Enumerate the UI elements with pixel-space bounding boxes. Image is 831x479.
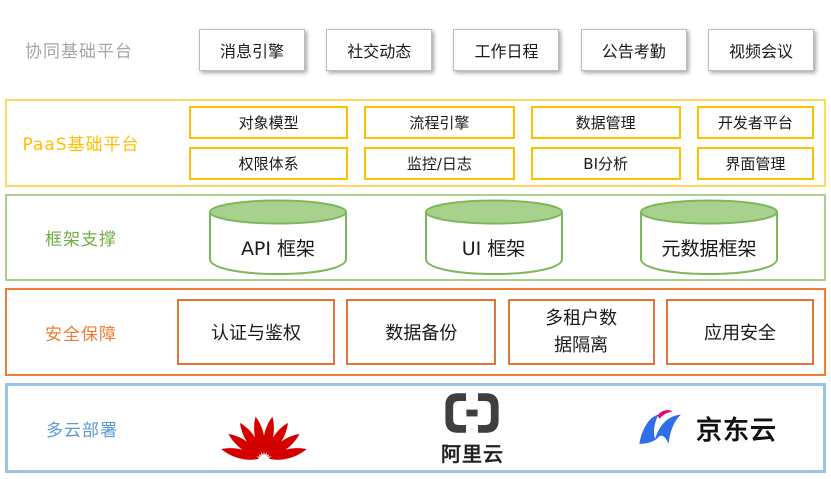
paas-item-data-management: 数据管理: [530, 105, 681, 139]
paas-item-process-engine: 流程引擎: [364, 105, 515, 139]
jd-cloud-logo: [639, 410, 681, 444]
paas-item-permission-system: 权限体系: [189, 146, 349, 180]
alibaba-cloud-vendor: 阿里云: [441, 389, 504, 467]
security-item-app-security: 应用安全: [665, 299, 814, 366]
database-cylinder-icon: [424, 199, 563, 276]
layer-security-assurance: 安全保障 认证与鉴权 数据备份 多租户数据隔离 应用安全: [5, 288, 826, 377]
alibaba-cloud-label: 阿里云: [440, 442, 504, 467]
database-cylinder-icon: [640, 199, 778, 276]
layer-cloud-label: 多云部署: [46, 420, 118, 441]
jd-cloud-label: 京东云: [695, 415, 777, 446]
layer-framework-support: 框架支撑 API 框架 UI 框架: [5, 193, 826, 282]
layer-paas-platform: PaaS基础平台 对象模型 流程引擎 数据管理 开发者平台 权限体系 监控/日志…: [5, 98, 826, 187]
collab-item-social-feed: 社交动态: [326, 28, 433, 71]
cylinder-ui-framework-label: UI 框架: [461, 238, 526, 261]
alibaba-cloud-logo: [445, 393, 500, 433]
layer-paas-label: PaaS基础平台: [22, 135, 140, 156]
huawei-logo: [221, 416, 307, 460]
cylinder-metadata-framework: 元数据框架: [638, 198, 780, 276]
paas-item-monitor-log: 监控/日志: [364, 146, 515, 180]
layer-security-content: 认证与鉴权 数据备份 多租户数据隔离 应用安全: [155, 299, 824, 366]
paas-item-object-model: 对象模型: [189, 105, 349, 139]
layer-collab-platform: 协同基础平台 消息引擎 社交动态 工作日程 公告考勤 视频会议: [5, 8, 826, 92]
layer-collab-content: 消息引擎 社交动态 工作日程 公告考勤 视频会议: [153, 28, 826, 71]
layer-paas-content: 对象模型 流程引擎 数据管理 开发者平台 权限体系 监控/日志 BI分析 界面管…: [155, 99, 824, 187]
paas-item-ui-management: 界面管理: [696, 146, 814, 180]
layer-security-label: 安全保障: [45, 324, 117, 345]
cylinder-ui-framework: UI 框架: [423, 198, 565, 276]
layer-collab-label: 协同基础平台: [25, 42, 133, 63]
layer-multicloud-deployment: 多云部署: [5, 383, 826, 473]
huawei-vendor: [218, 393, 310, 463]
layer-framework-label: 框架支撑: [45, 229, 117, 250]
cylinder-metadata-framework-label: 元数据框架: [661, 238, 757, 261]
database-cylinder-icon: [209, 199, 347, 276]
jd-cloud-vendor: 京东云: [635, 408, 777, 448]
paas-item-developer-platform: 开发者平台: [696, 105, 814, 139]
paas-item-bi-analysis: BI分析: [530, 146, 681, 180]
security-item-data-backup: 数据备份: [346, 299, 497, 366]
collab-item-video-meeting: 视频会议: [707, 28, 814, 71]
collab-item-announcement-attendance: 公告考勤: [580, 28, 687, 71]
cylinder-api-framework: API 框架: [207, 198, 349, 276]
security-item-tenant-isolation: 多租户数据隔离: [507, 299, 655, 366]
collab-item-message-engine: 消息引擎: [199, 28, 306, 71]
collab-item-work-schedule: 工作日程: [453, 28, 560, 71]
layer-cloud-content: 阿里云 京东云: [156, 389, 823, 467]
security-item-auth: 认证与鉴权: [177, 299, 335, 366]
cylinder-api-framework-label: API 框架: [240, 238, 316, 261]
layer-framework-content: API 框架 UI 框架 元数据框架: [155, 198, 824, 276]
